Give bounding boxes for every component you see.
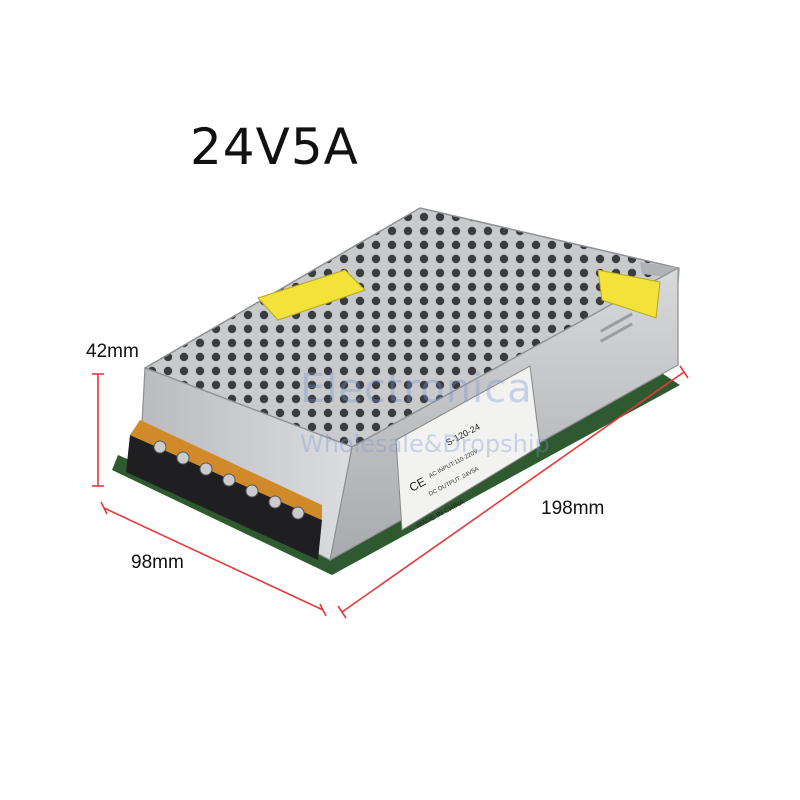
dimension-length-label: 198mm <box>541 498 605 519</box>
label-ce: CE <box>407 474 428 494</box>
warning-label-top <box>257 269 366 321</box>
product-label <box>395 365 541 531</box>
product-title: 24V5A <box>190 118 359 176</box>
warning-label-corner <box>597 269 661 319</box>
dimension-width-label: 98mm <box>131 552 184 573</box>
dimension-height-label: 42mm <box>86 341 139 362</box>
side-vents <box>600 312 633 343</box>
terminal-block <box>126 420 322 560</box>
dimension-lines <box>92 365 689 619</box>
